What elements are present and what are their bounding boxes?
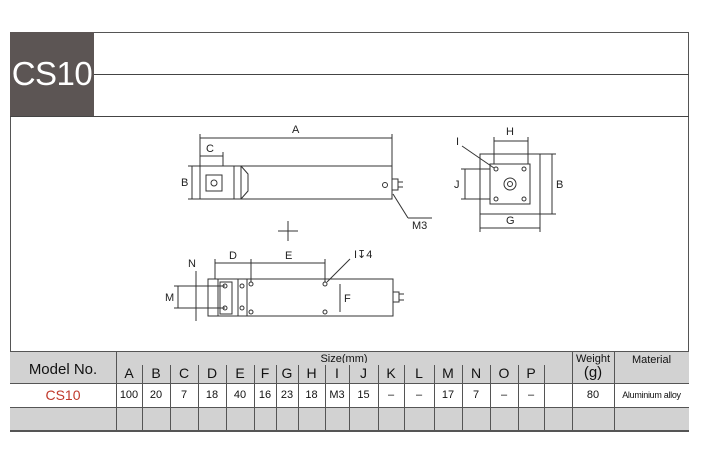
- column-header-f: F: [254, 363, 276, 383]
- weight-header: Weight(g): [572, 351, 614, 383]
- model-cell: CS10: [10, 383, 116, 407]
- value-cell-p: –: [518, 383, 544, 407]
- top-view-body: [199, 165, 393, 200]
- dim-label-f: F: [344, 293, 351, 305]
- column-header-j: J: [349, 363, 378, 383]
- value-cell-b: 20: [142, 383, 170, 407]
- title-line-bottom: [10, 116, 689, 117]
- table-vline: [116, 351, 117, 431]
- dim-label-m: M: [165, 292, 174, 304]
- column-header-o: O: [490, 363, 518, 383]
- value-cell-n: 7: [462, 383, 490, 407]
- column-header-a: A: [116, 363, 142, 383]
- table-vline: [462, 365, 463, 431]
- dim-label-h: H: [506, 126, 514, 138]
- dim-label-b: B: [181, 177, 188, 189]
- value-cell-e: 40: [226, 383, 254, 407]
- bottom-view-body: [207, 278, 394, 317]
- column-header-h: H: [298, 363, 325, 383]
- column-header-g: G: [276, 363, 298, 383]
- table-vline: [404, 365, 405, 431]
- column-header-p: P: [518, 363, 544, 383]
- table-vline: [378, 365, 379, 431]
- size-header: Size(mm): [116, 351, 572, 365]
- value-cell-o: –: [490, 383, 518, 407]
- material-header: Material: [614, 351, 689, 383]
- value-cell-l: –: [404, 383, 434, 407]
- table-vline: [325, 365, 326, 431]
- value-cell-d: 18: [198, 383, 226, 407]
- column-header-m: M: [434, 363, 462, 383]
- table-vline: [614, 351, 615, 431]
- table-vline: [142, 365, 143, 431]
- table-vline: [226, 365, 227, 431]
- dim-label-j: J: [454, 179, 460, 191]
- column-header-b: B: [142, 363, 170, 383]
- column-header-d: D: [198, 363, 226, 383]
- table-hline: [10, 351, 689, 352]
- material-cell: Aluminium alloy: [614, 383, 689, 407]
- table-vline: [276, 365, 277, 431]
- dim-label-n: N: [188, 258, 196, 270]
- value-cell-j: 15: [349, 383, 378, 407]
- model-title: CS10: [11, 55, 93, 92]
- technical-drawing: A C B M3 H I J B G N D E I↧4 M F: [165, 124, 563, 321]
- title-line-top: [94, 74, 689, 75]
- weight-unit: (g): [583, 364, 603, 381]
- dim-label-i4: I↧4: [354, 249, 372, 261]
- column-header-c: C: [170, 363, 198, 383]
- value-cell-f: 16: [254, 383, 276, 407]
- table-vline: [518, 365, 519, 431]
- value-cell-i: M3: [325, 383, 349, 407]
- value-cell-c: 7: [170, 383, 198, 407]
- column-header-k: K: [378, 363, 404, 383]
- weight-cell: 80: [572, 383, 614, 407]
- table-vline: [544, 365, 545, 431]
- value-cell-a: 100: [116, 383, 142, 407]
- dim-label-i: I: [456, 136, 459, 148]
- dim-label-b-right: B: [556, 179, 563, 191]
- column-header-l: L: [404, 363, 434, 383]
- table-vline: [434, 365, 435, 431]
- value-cell-h: 18: [298, 383, 325, 407]
- value-cell-m: 17: [434, 383, 462, 407]
- column-header-n: N: [462, 363, 490, 383]
- dim-label-d: D: [229, 250, 237, 262]
- dim-label-e: E: [285, 250, 292, 262]
- column-header-e: E: [226, 363, 254, 383]
- table-vline: [572, 351, 573, 431]
- table-vline: [298, 365, 299, 431]
- weight-label: Weight: [575, 353, 611, 365]
- dim-label-c: C: [206, 143, 214, 155]
- table-vline: [198, 365, 199, 431]
- table-vline: [254, 365, 255, 431]
- column-header-i: I: [325, 363, 349, 383]
- value-cell-k: –: [378, 383, 404, 407]
- model-header: Model No.: [10, 351, 116, 383]
- table-vline: [170, 365, 171, 431]
- dim-label-g: G: [506, 215, 515, 227]
- table-vline: [490, 365, 491, 431]
- dim-label-m3: M3: [412, 220, 427, 232]
- table-vline: [349, 365, 350, 431]
- dim-label-a: A: [292, 124, 300, 136]
- model-title-box: CS10: [10, 32, 94, 116]
- value-cell-g: 23: [276, 383, 298, 407]
